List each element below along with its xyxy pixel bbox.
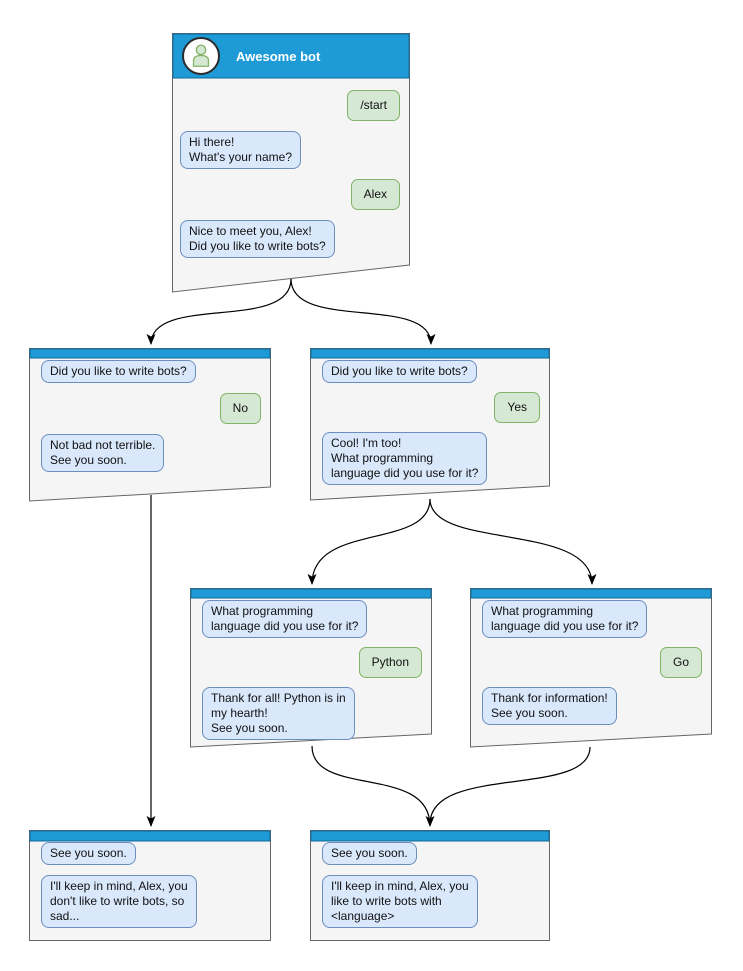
chat-messages-python: What programming language did you use fo… [190,598,432,740]
edge-root-to-no [146,278,292,345]
bot-message-bubble: Not bad not terrible. See you soon. [41,434,165,472]
bot-message-bubble: What programming language did you use fo… [482,600,648,638]
edge-yes-to-python [307,498,431,585]
user-message-bubble: No [219,393,261,424]
edge-go-to-end-yes [429,746,591,825]
bot-avatar [182,37,220,75]
user-message-bubble: Python [358,647,422,678]
chat-messages-end-yes: See you soon. I'll keep in mind, Alex, yo… [310,841,550,939]
chat-window-root-header: Awesome bot [173,34,409,78]
chat-window-end-no-header-bar [29,830,271,842]
bot-message-bubble: See you soon. [41,842,136,865]
edge-python-to-end-yes [311,745,435,827]
bot-message-bubble: Did you like to write bots? [322,360,477,383]
edge-root-to-yes [290,278,436,345]
bot-message-bubble: I'll keep in mind, Alex, you like to wri… [322,875,478,928]
chat-messages-go: What programming language did you use fo… [470,598,712,738]
chat-messages-end-no: See you soon. I'll keep in mind, Alex, yo… [29,841,271,939]
bot-message-bubble: Did you like to write bots? [41,360,196,383]
edge-yes-to-go [429,498,597,585]
bot-message-bubble: Thank for all! Python is in my hearth! S… [202,687,355,740]
chat-window-python-header-bar [190,588,432,599]
chat-window-go-header-bar [470,588,712,599]
bot-message-bubble: I'll keep in mind, Alex, you don't like … [41,875,197,928]
user-message-bubble: /start [347,90,400,121]
chat-window-yes-header-bar [310,348,550,359]
bot-message-bubble: Cool! I'm too! What programming language… [322,432,488,485]
chat-window-end-yes-header-bar [310,830,550,842]
bot-message-bubble: Nice to meet you, Alex! Did you like to … [180,220,335,258]
bot-message-bubble: See you soon. [322,842,417,865]
user-message-bubble: Yes [494,392,540,423]
user-message-bubble: Go [659,647,702,678]
bot-message-bubble: What programming language did you use fo… [202,600,368,638]
chat-window-no-header-bar [29,348,271,359]
bot-message-bubble: Hi there! What's your name? [180,131,302,169]
user-message-bubble: Alex [350,179,400,210]
bot-message-bubble: Thank for information! See you soon. [482,687,617,725]
person-icon [192,44,210,67]
chat-window-title: Awesome bot [236,48,321,64]
